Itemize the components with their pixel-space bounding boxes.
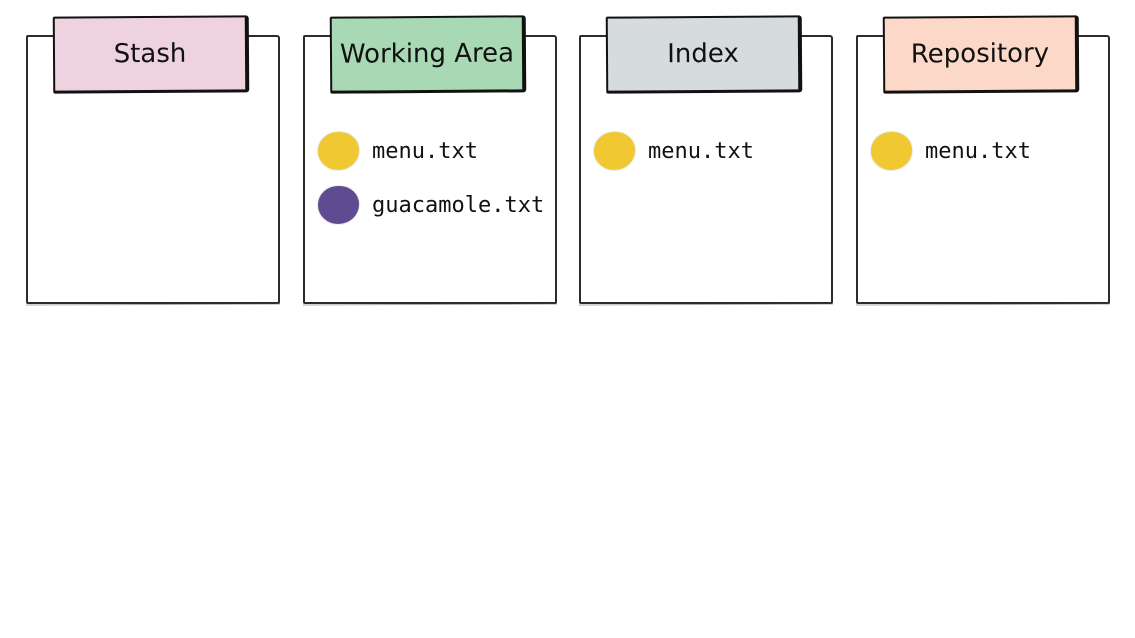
file-dot-icon [871, 132, 912, 170]
file-item: menu.txt [871, 131, 1031, 171]
file-name: menu.txt [925, 138, 1031, 164]
stash-label: Stash [113, 38, 187, 70]
file-dot-icon [318, 132, 359, 170]
file-dot-icon [594, 132, 635, 170]
index-panel: Index menu.txt [579, 15, 833, 304]
index-label: Index [667, 38, 739, 70]
working-area-label: Working Area [339, 38, 515, 70]
index-file-list: menu.txt [594, 131, 754, 185]
stash-panel: Stash [26, 15, 280, 304]
file-name: menu.txt [372, 138, 478, 164]
file-item: menu.txt [594, 131, 754, 171]
file-dot-icon [318, 186, 359, 224]
file-item: menu.txt [318, 131, 544, 171]
working-area-panel: Working Area menu.txt guacamole.txt [303, 15, 557, 304]
working-area-tab: Working Area [329, 15, 527, 94]
stash-tab: Stash [52, 15, 250, 94]
repository-tab: Repository [882, 15, 1080, 94]
index-tab: Index [605, 15, 803, 94]
repository-file-list: menu.txt [871, 131, 1031, 185]
file-name: guacamole.txt [372, 192, 545, 218]
repository-panel: Repository menu.txt [856, 15, 1110, 304]
file-name: menu.txt [648, 138, 754, 164]
repository-label: Repository [910, 38, 1050, 70]
file-item: guacamole.txt [318, 185, 544, 225]
working-area-file-list: menu.txt guacamole.txt [318, 131, 544, 239]
